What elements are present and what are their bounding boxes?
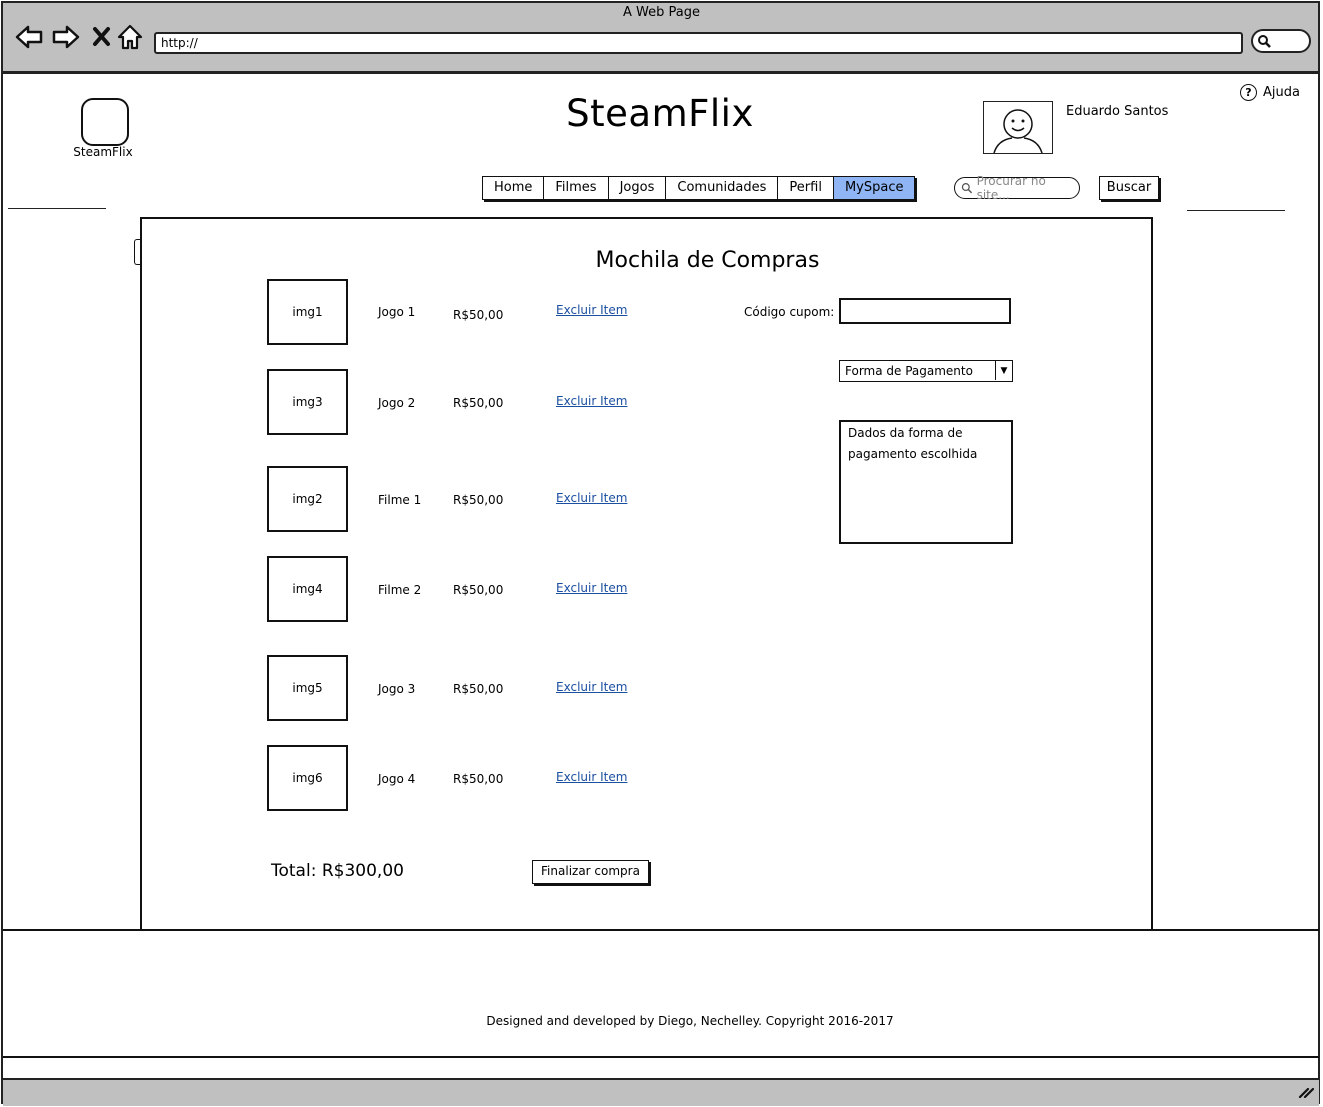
item-name: Filme 1 (378, 493, 422, 507)
back-arrow-icon[interactable] (14, 22, 44, 52)
item-name: Jogo 3 (378, 682, 416, 696)
chevron-down-icon: ▼ (995, 361, 1012, 380)
tab-comunidades[interactable]: Comunidades (666, 177, 779, 199)
item-name: Filme 2 (378, 583, 422, 597)
payment-details-box[interactable]: Dados da forma de pagamento escolhida (839, 420, 1013, 544)
remove-item-link[interactable]: Excluir Item (556, 394, 628, 408)
item-price: R$50,00 (453, 772, 504, 786)
avatar[interactable] (983, 101, 1053, 154)
help-question-icon: ? (1240, 84, 1257, 101)
url-text: http:// (161, 36, 198, 50)
item-image: img6 (267, 745, 348, 811)
footer-divider-bottom (3, 1056, 1319, 1058)
finalize-purchase-button[interactable]: Finalizar compra (532, 860, 649, 884)
item-price: R$50,00 (453, 396, 504, 410)
site-search-input[interactable]: Procurar no site... (954, 174, 1080, 202)
home-icon[interactable] (115, 22, 145, 52)
remove-item-link[interactable]: Excluir Item (556, 303, 628, 317)
url-bar[interactable]: http:// (154, 32, 1243, 54)
remove-item-link[interactable]: Excluir Item (556, 581, 628, 595)
magnifier-icon (1258, 35, 1271, 48)
item-name: Jogo 2 (378, 396, 416, 410)
browser-statusbar (3, 1078, 1319, 1106)
tab-home[interactable]: Home (483, 177, 545, 199)
footer-divider (3, 929, 1319, 931)
search-placeholder: Procurar no site... (976, 174, 1046, 202)
item-image: img4 (267, 556, 348, 622)
search-button[interactable]: Buscar (1099, 176, 1159, 200)
window-title: A Web Page (623, 5, 700, 20)
site-title: SteamFlix (566, 92, 754, 135)
tab-jogos[interactable]: Jogos (608, 177, 667, 199)
resize-grip-icon[interactable] (1298, 1084, 1315, 1102)
item-name: Jogo 1 (378, 305, 416, 319)
item-price: R$50,00 (453, 308, 504, 322)
search-icon (961, 183, 973, 194)
tab-myspace[interactable]: MySpace (833, 177, 915, 199)
item-image: img5 (267, 655, 348, 721)
item-image: img2 (267, 466, 348, 532)
logo-label: SteamFlix (73, 145, 133, 159)
forward-arrow-icon[interactable] (51, 22, 81, 52)
payment-select-value: Forma de Pagamento (845, 364, 973, 378)
remove-item-link[interactable]: Excluir Item (556, 491, 628, 505)
browser-search-field[interactable] (1251, 29, 1311, 53)
coupon-input[interactable] (839, 298, 1011, 324)
logo-icon[interactable] (81, 98, 129, 146)
item-price: R$50,00 (453, 493, 504, 507)
header-divider-right (1187, 210, 1285, 211)
item-name: Jogo 4 (378, 772, 416, 786)
remove-item-link[interactable]: Excluir Item (556, 680, 628, 694)
nav-tabs: Home Filmes Jogos Comunidades Perfil MyS… (482, 176, 916, 200)
cart-total: Total: R$300,00 (271, 861, 404, 881)
payment-method-select[interactable]: Forma de Pagamento ▼ (839, 360, 1013, 382)
item-price: R$50,00 (453, 682, 504, 696)
item-image: img3 (267, 369, 348, 435)
item-price: R$50,00 (453, 583, 504, 597)
tab-perfil[interactable]: Perfil (778, 177, 834, 199)
remove-item-link[interactable]: Excluir Item (556, 770, 628, 784)
header-divider-left (8, 208, 106, 209)
footer-copyright: Designed and developed by Diego, Nechell… (486, 1014, 894, 1028)
stop-x-icon[interactable] (87, 22, 117, 52)
item-image: img1 (267, 279, 348, 345)
tab-filmes[interactable]: Filmes (544, 177, 609, 199)
coupon-label: Código cupom: (744, 305, 835, 319)
help-label: Ajuda (1263, 85, 1300, 100)
side-handle[interactable] (134, 239, 141, 265)
cart-title: Mochila de Compras (595, 248, 820, 273)
help-link[interactable]: ? Ajuda (1240, 84, 1300, 101)
user-name: Eduardo Santos (1066, 104, 1169, 119)
